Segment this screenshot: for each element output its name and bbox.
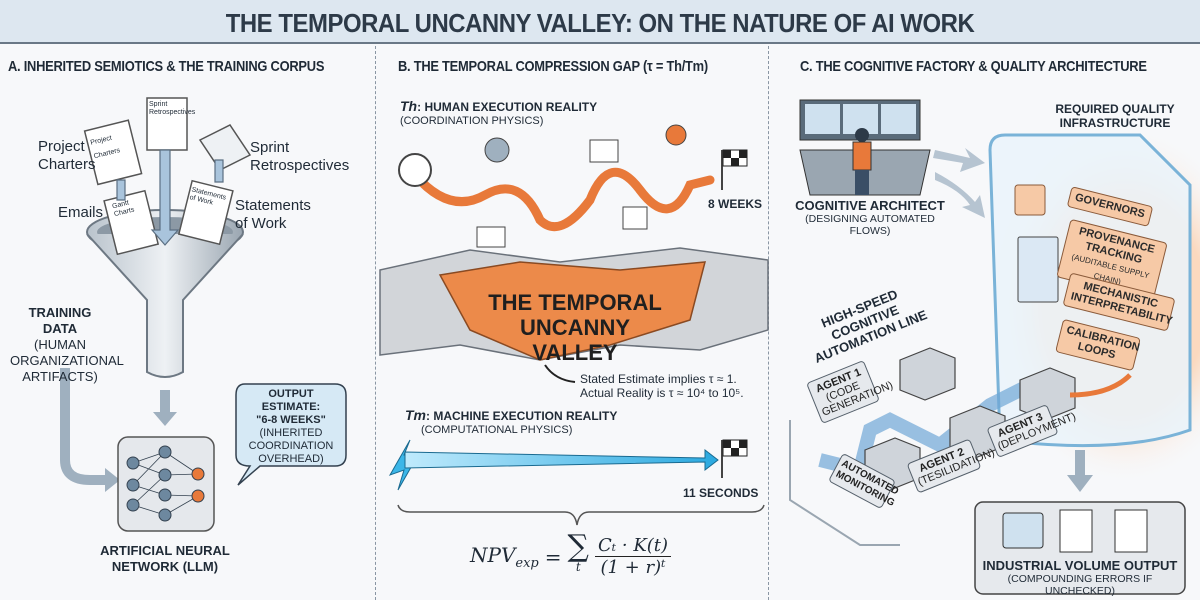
- section-b-heading: B. THE TEMPORAL COMPRESSION GAP (τ = Th/…: [398, 58, 708, 75]
- annotation-line: Stated Estimate implies τ ≈ 1.: [580, 372, 737, 386]
- human-duration: 8 WEEKS: [708, 197, 763, 211]
- valley-title: THE TEMPORAL UNCANNY VALLEY: [488, 290, 662, 365]
- label-emails: Emails: [58, 204, 104, 221]
- formula-fraction: Cₜ · K(t)(1 + r)ᵗ: [594, 535, 672, 578]
- arrow-icon: [116, 149, 224, 246]
- report-icon: [1114, 509, 1148, 553]
- quality-infrastructure-title: REQUIRED QUALITY INFRASTRUCTURE: [1055, 102, 1175, 130]
- brace: [397, 504, 765, 526]
- architect-label: COGNITIVE ARCHITECT (DESIGNING AUTOMATED…: [790, 198, 950, 237]
- finish-flag-icon: [721, 439, 748, 478]
- output-label: INDUSTRIAL VOLUME OUTPUT (COMPOUNDING ER…: [975, 558, 1185, 597]
- annotation-arrow-icon: [544, 364, 576, 383]
- formula-equals: =: [544, 544, 562, 569]
- document-search-icon: [1059, 509, 1093, 553]
- annotation-line: Actual Reality is τ ≈ 10⁴ to 10⁵.: [580, 386, 744, 400]
- bubble-line: OUTPUT ESTIMATE:: [261, 388, 321, 413]
- machine-arrow: [404, 448, 719, 472]
- arrow-icon: [105, 468, 120, 492]
- output-subtitle: (COMPOUNDING ERRORS IF UNCHECKED): [1007, 573, 1153, 597]
- training-data-label: TRAINING DATA (HUMAN ORGANIZATIONAL ARTI…: [10, 305, 124, 385]
- stopwatch-icon: [398, 153, 432, 187]
- bubble-line: "6-8 WEEKS": [256, 414, 326, 426]
- calendar-icon: [622, 206, 648, 230]
- tau-annotation: Stated Estimate implies τ ≈ 1. Actual Re…: [580, 372, 744, 400]
- email-icon: [589, 139, 619, 163]
- label-project-charters: Project Charters: [38, 138, 96, 173]
- calibration-loop-arrow: [1069, 373, 1132, 398]
- human-path: [410, 167, 715, 232]
- section-c-heading: C. THE COGNITIVE FACTORY & QUALITY ARCHI…: [800, 58, 1147, 75]
- code-window-icon: [1017, 236, 1059, 303]
- arrow-icon: [1067, 450, 1093, 492]
- architect-subtitle: (DESIGNING AUTOMATED FLOWS): [805, 213, 935, 237]
- human-subtitle: (COORDINATION PHYSICS): [400, 115, 544, 127]
- doc-title: Sprint Retrospectives: [149, 101, 196, 116]
- meeting-icon: [484, 137, 510, 163]
- bubble-line: (INHERITED COORDINATION OVERHEAD): [248, 427, 334, 465]
- label-statements-of-work: Statements of Work: [235, 197, 311, 232]
- machine-title: : MACHINE EXECUTION REALITY: [426, 409, 618, 423]
- section-divider: [375, 46, 376, 600]
- valley-chasm: [438, 261, 706, 361]
- formula-lhs: NPVexp: [470, 542, 539, 571]
- scales-icon: [1014, 184, 1046, 216]
- human-title: : HUMAN EXECUTION REALITY: [417, 100, 598, 114]
- code-window-icon: [1002, 512, 1044, 549]
- human-reality-heading: Th: HUMAN EXECUTION REALITY (COORDINATIO…: [400, 99, 597, 128]
- training-data-subtitle: (HUMAN ORGANIZATIONAL ARTIFACTS): [10, 337, 124, 384]
- label-sprint-retrospectives: Sprint Retrospectives: [250, 139, 350, 174]
- speech-bubble: [235, 383, 347, 486]
- architect-title: COGNITIVE ARCHITECT: [795, 198, 945, 213]
- machine-duration: 11 SECONDS: [683, 486, 759, 500]
- architect-workstation-icon: [799, 99, 931, 196]
- arrow-icon: [933, 148, 985, 218]
- section-a-heading: A. INHERITED SEMIOTICS & THE TRAINING CO…: [8, 58, 325, 75]
- output-estimate-bubble: OUTPUT ESTIMATE: "6-8 WEEKS" (INHERITED …: [238, 388, 344, 466]
- line-frame: [789, 420, 900, 546]
- formula-sum: ∑t: [567, 528, 589, 574]
- th-symbol: Th: [400, 98, 418, 114]
- neural-network-label: ARTIFICIAL NEURAL NETWORK (LLM): [100, 543, 230, 574]
- header-bar: [0, 0, 1200, 44]
- page-title: THE TEMPORAL UNCANNY VALLEY: ON THE NATU…: [225, 8, 975, 38]
- curved-arrow-icon: [60, 368, 108, 485]
- arrow-icon: [153, 390, 177, 426]
- training-data-title: TRAINING DATA: [28, 305, 92, 336]
- finish-flag-icon: [721, 149, 748, 190]
- stressed-person-icon: [665, 124, 687, 146]
- document-icon: [83, 97, 252, 256]
- machine-subtitle: (COMPUTATIONAL PHYSICS): [421, 424, 573, 436]
- email-icon: [476, 226, 506, 248]
- machine-reality-heading: Tm: MACHINE EXECUTION REALITY (COMPUTATI…: [405, 408, 617, 437]
- tm-symbol: Tm: [405, 407, 426, 423]
- npv-formula: NPVexp = ∑t Cₜ · K(t)(1 + r)ᵗ: [470, 528, 672, 578]
- output-title: INDUSTRIAL VOLUME OUTPUT: [982, 558, 1178, 573]
